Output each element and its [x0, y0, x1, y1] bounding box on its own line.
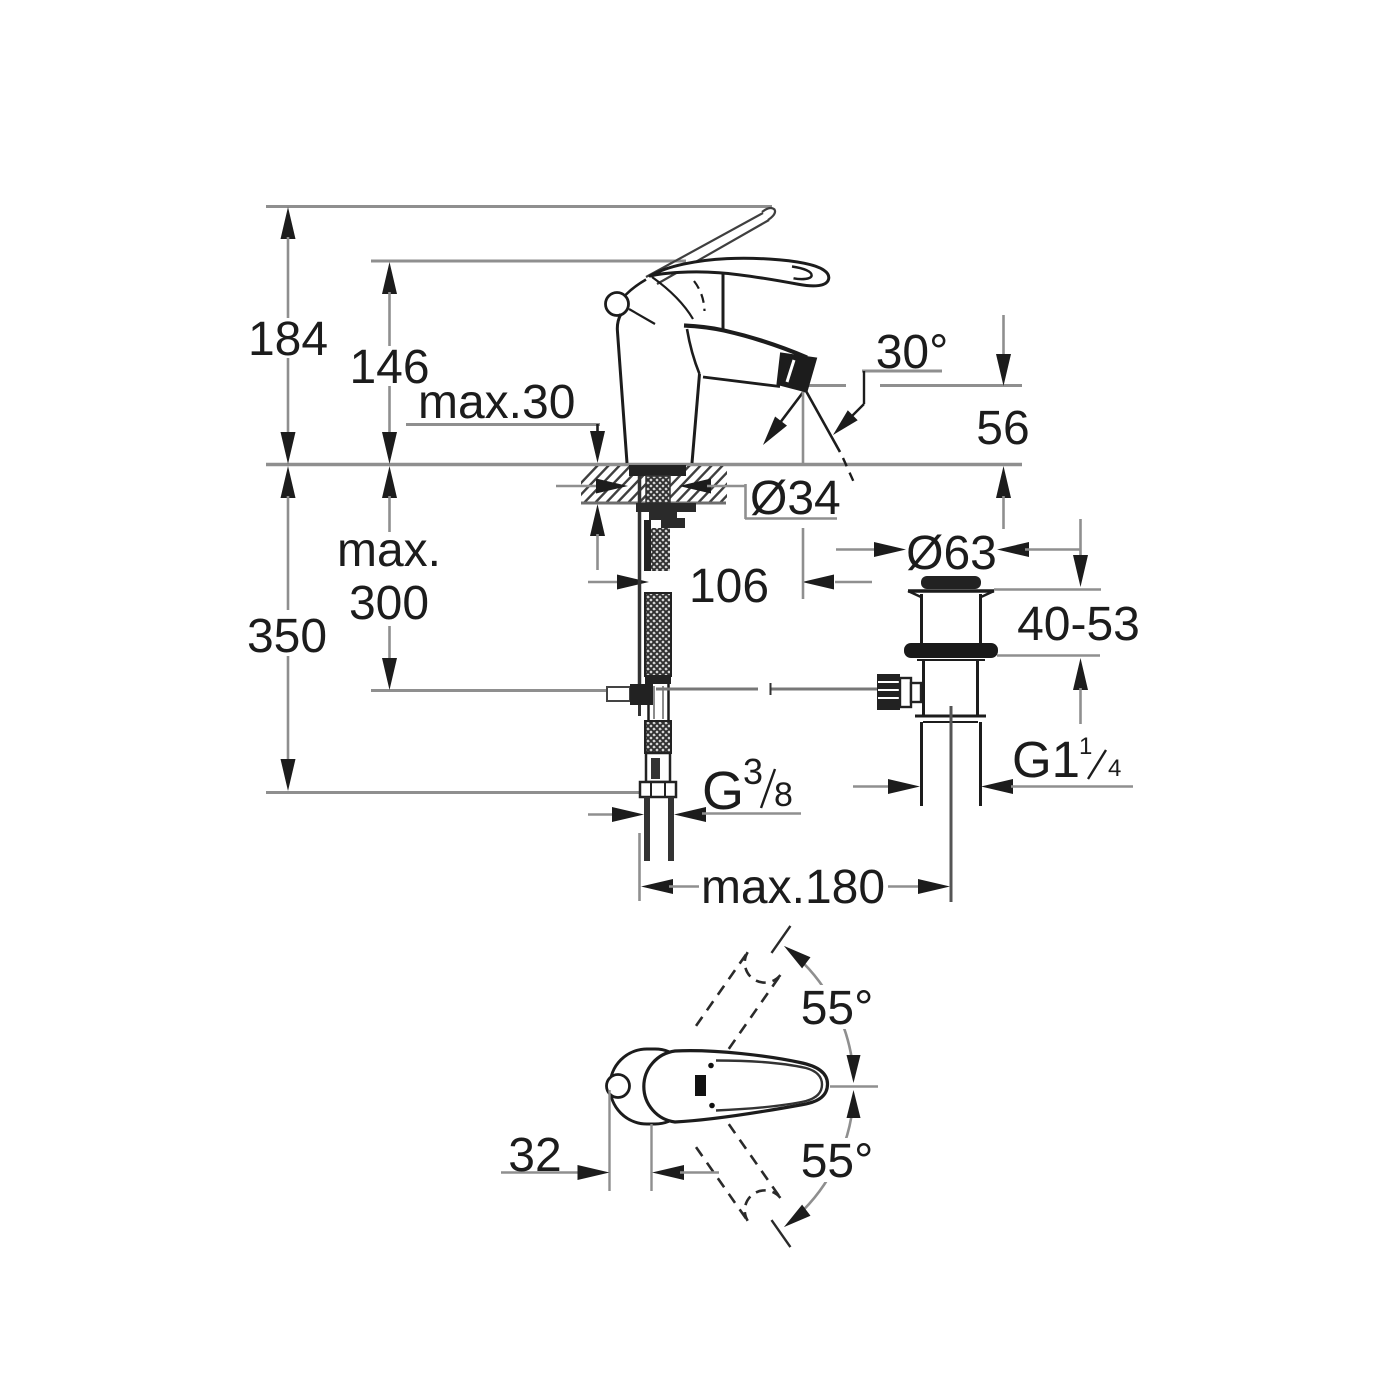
svg-text:Ø63: Ø63	[906, 527, 997, 580]
svg-text:55°: 55°	[801, 1135, 874, 1188]
svg-text:G: G	[702, 761, 744, 821]
svg-text:8: 8	[774, 776, 793, 814]
svg-text:300: 300	[349, 577, 429, 630]
svg-text:146: 146	[349, 341, 429, 394]
svg-text:4: 4	[1108, 755, 1121, 782]
svg-text:3: 3	[743, 751, 763, 792]
svg-text:184: 184	[248, 313, 328, 366]
svg-text:350: 350	[247, 610, 327, 663]
svg-text:max.: max.	[337, 524, 441, 577]
svg-text:Ø34: Ø34	[750, 472, 841, 525]
svg-text:56: 56	[976, 402, 1029, 455]
svg-text:max.180: max.180	[701, 861, 885, 914]
svg-text:G1: G1	[1012, 731, 1080, 788]
svg-text:106: 106	[689, 560, 769, 613]
svg-text:40-53: 40-53	[1017, 598, 1140, 651]
svg-text:55°: 55°	[801, 982, 874, 1035]
svg-text:32: 32	[508, 1129, 561, 1182]
svg-text:max.30: max.30	[418, 376, 575, 429]
svg-text:1: 1	[1079, 733, 1092, 760]
